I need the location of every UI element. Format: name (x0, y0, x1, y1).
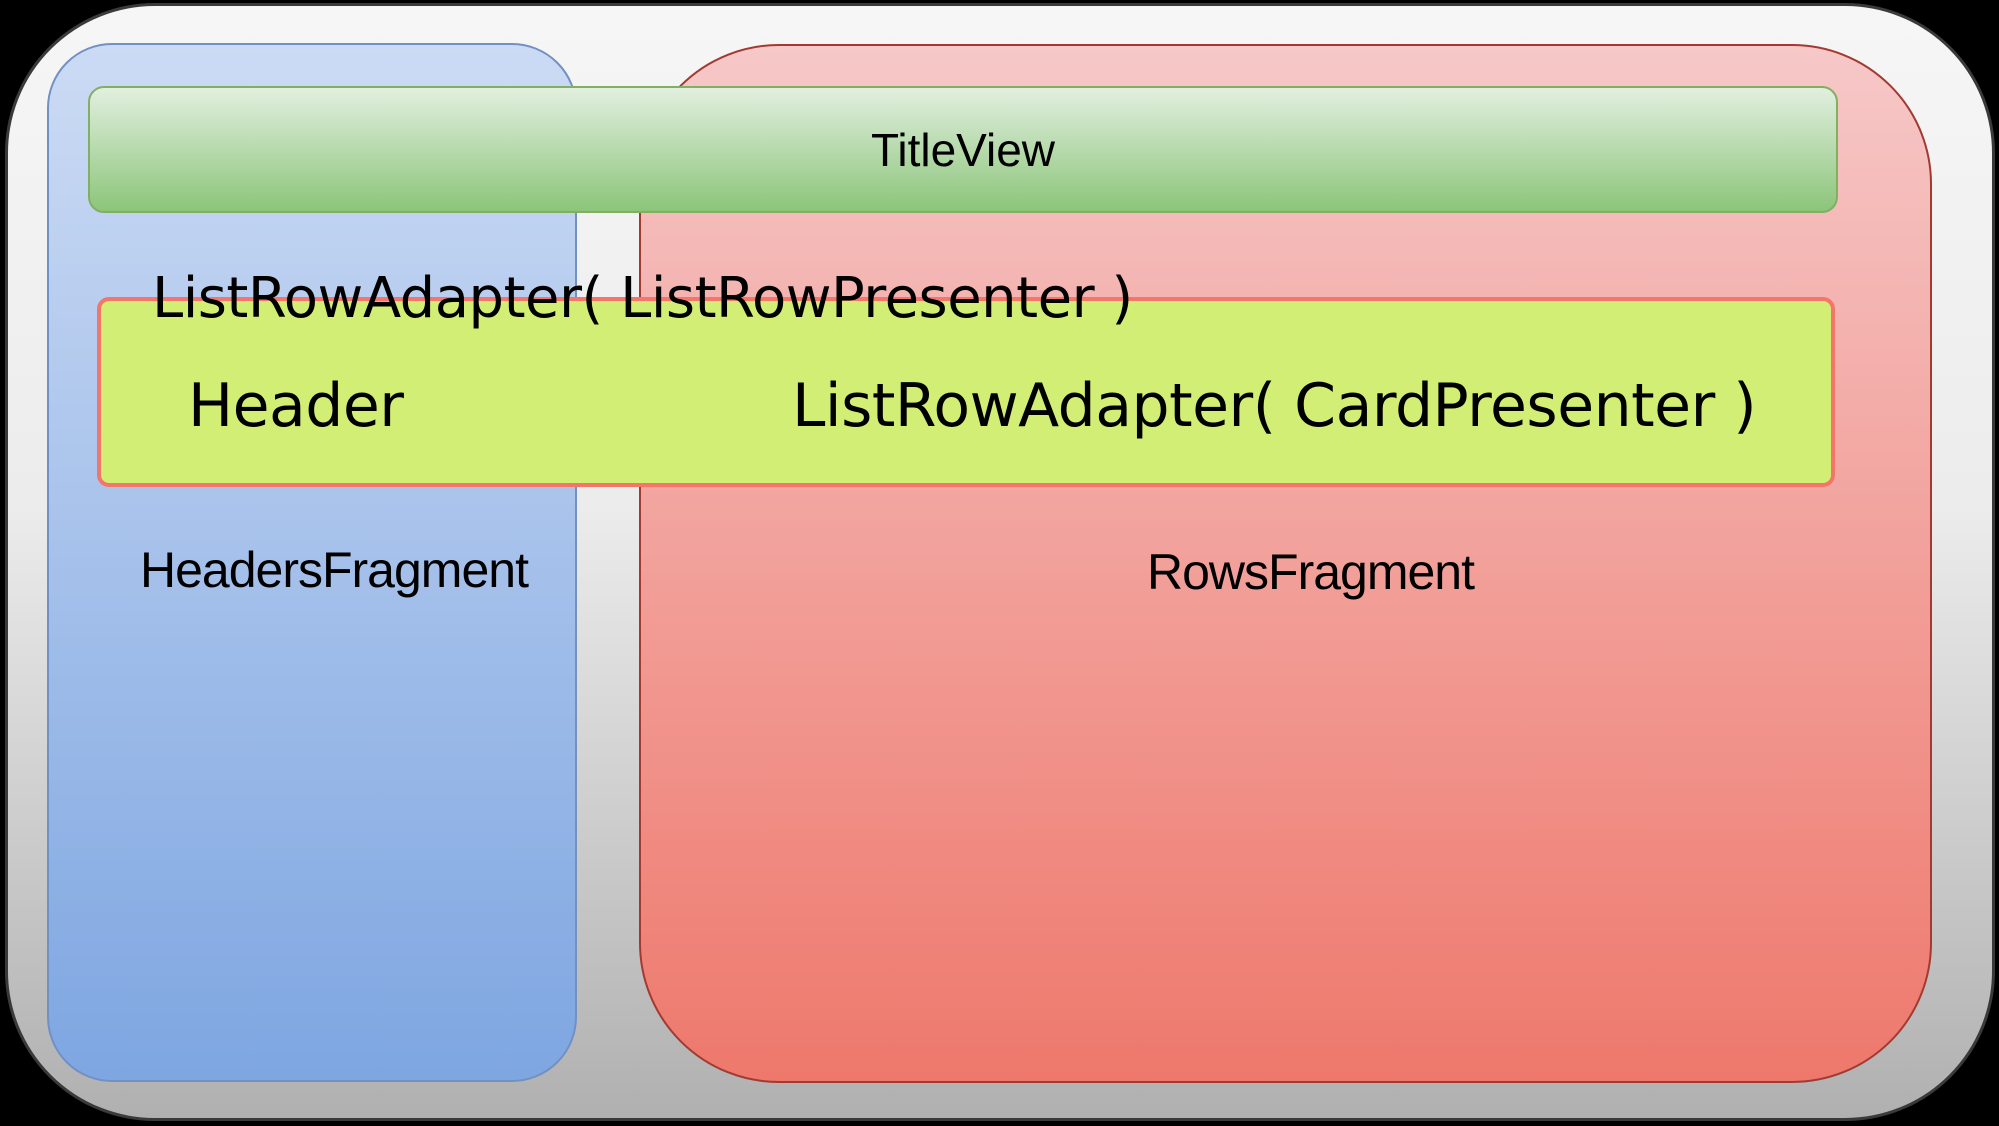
headers-fragment-box (47, 43, 577, 1082)
selected-row-bar (97, 297, 1835, 487)
title-view-label: TitleView (870, 123, 1056, 176)
rows-fragment-label: RowsFragment (1147, 544, 1475, 600)
rows-fragment-box (639, 44, 1932, 1083)
row-header-label: Header (188, 371, 404, 441)
list-row-adapter-presenter-label: ListRowAdapter( ListRowPresenter ) (152, 266, 1133, 331)
title-view-bar: TitleView (88, 86, 1838, 213)
list-row-adapter-card-presenter-label: ListRowAdapter( CardPresenter ) (792, 371, 1757, 441)
headers-fragment-label: HeadersFragment (140, 542, 529, 598)
